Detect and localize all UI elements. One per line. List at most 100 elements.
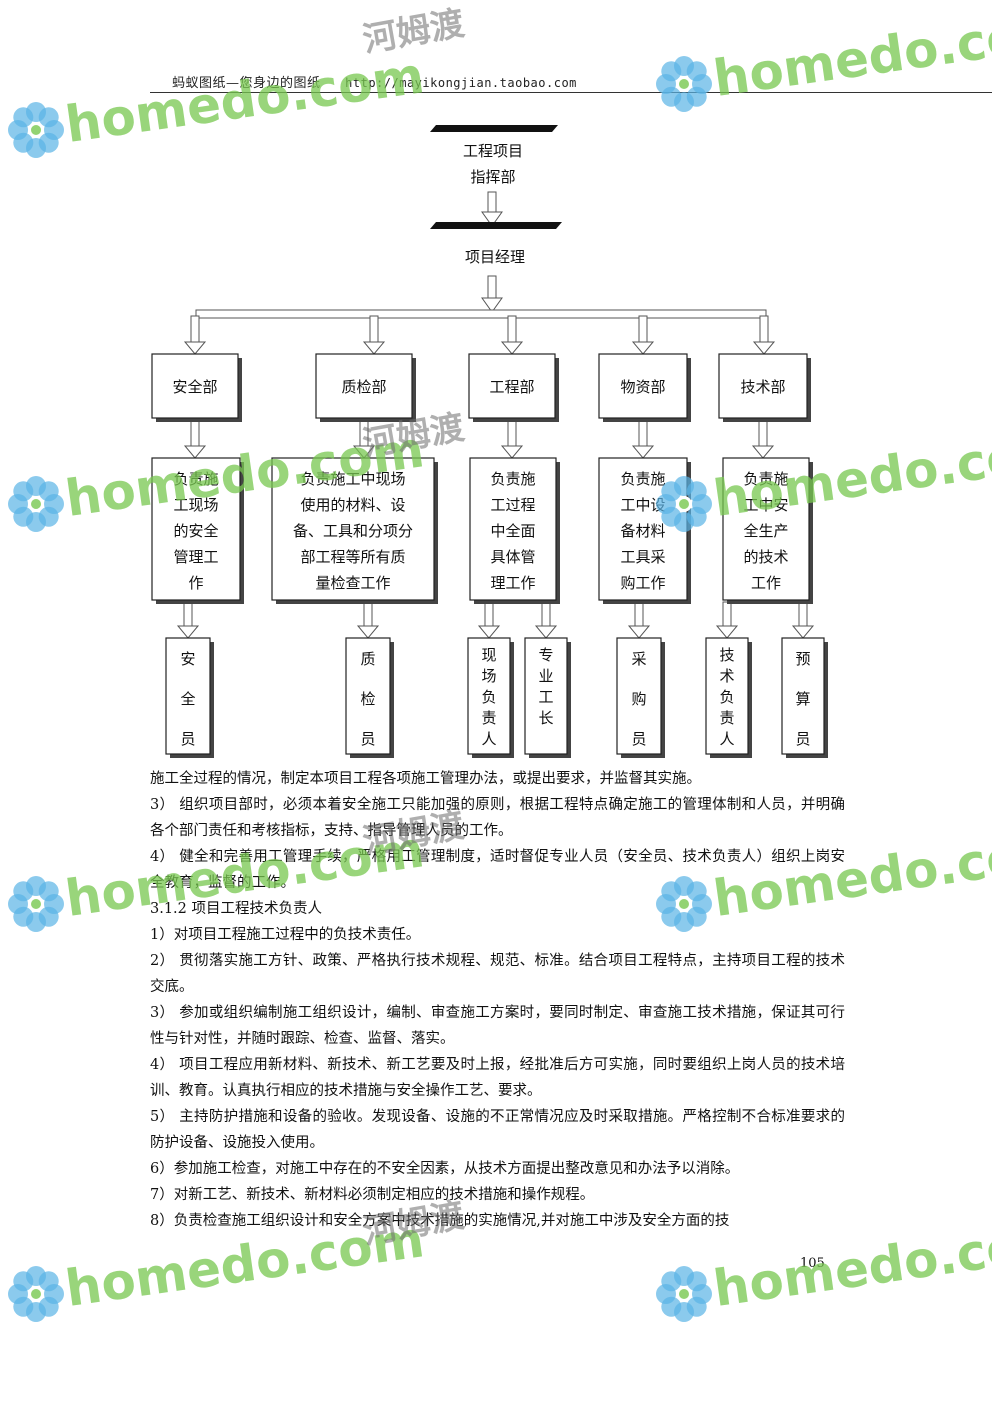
arrow-to-duty — [500, 419, 524, 459]
arrow-to-duty — [751, 419, 775, 459]
duty-line: 购工作 — [620, 574, 665, 592]
arrow-to-staff — [534, 601, 558, 639]
paragraph: 4） 项目工程应用新材料、新技术、新工艺要及时上报，经批准后方可实施，同时要组织… — [150, 1057, 845, 1099]
staff-char: 全 — [180, 690, 195, 708]
duty-line: 的安全 — [173, 522, 218, 540]
header-title: 蚂蚁图纸—您身边的图纸 — [172, 76, 321, 91]
watermark-cn: 河姆渡 — [359, 3, 468, 61]
duty-line: 工过程 — [490, 496, 535, 514]
arrow-to-duty — [183, 419, 207, 459]
paragraph: 6）参加施工检查，对施工中存在的不安全因素，从技术方面提出整改意见和办法予以消除… — [150, 1161, 740, 1177]
dept-box: 工程部 — [468, 353, 559, 422]
arrow-to-staff — [356, 601, 380, 639]
page-header: 蚂蚁图纸—您身边的图纸 http://mayikongjian.taobao.c… — [172, 72, 577, 91]
org-manager-label: 项目经理 — [465, 248, 525, 266]
duty-line: 管理工 — [173, 548, 218, 566]
duty-line: 负责施工中现场 — [300, 470, 405, 488]
staff-char: 采 — [631, 650, 646, 668]
duty-line: 负责施 — [173, 470, 218, 488]
org-top-line-1: 工程项目 — [463, 142, 523, 160]
watermark-flower-icon — [652, 52, 716, 116]
duty-line: 作 — [188, 574, 203, 592]
duty-line: 使用的材料、设 — [300, 496, 405, 514]
paragraph: 3） 组织项目部时，必须本着安全施工只能加强的原则，根据工程特点确定施工的管理体… — [150, 797, 845, 839]
staff-char: 负 — [481, 688, 496, 706]
staff-box: 采购员 — [616, 637, 665, 758]
staff-box: 安全员 — [165, 637, 214, 758]
org-top-line-2: 指挥部 — [470, 168, 515, 186]
paragraph: 8）负责检查施工组织设计和安全方案中技术措施的实施情况,并对施工中涉及安全方面的… — [150, 1213, 730, 1229]
paragraph: 5） 主持防护措施和设备的验收。发现设备、设施的不正常情况应及时采取措施。严格控… — [150, 1109, 845, 1151]
section-heading: 3.1.2 项目工程技术负责人 — [150, 901, 323, 917]
staff-char: 人 — [719, 730, 734, 748]
arrow-to-staff — [627, 601, 651, 639]
arrow-top-to-manager — [481, 191, 503, 227]
duty-line: 部工程等所有质 — [300, 548, 405, 566]
staff-char: 质 — [360, 650, 375, 668]
staff-char: 员 — [180, 730, 195, 748]
arrow-to-dept — [500, 315, 524, 355]
dept-name: 物资部 — [620, 378, 665, 396]
paragraph: 7）对新工艺、新技术、新材料必须制定相应的技术措施和操作规程。 — [150, 1187, 595, 1203]
staff-box: 预算员 — [781, 637, 828, 758]
arrow-to-staff — [791, 601, 815, 639]
staff-char: 检 — [360, 690, 375, 708]
watermark-flower-icon — [4, 872, 68, 936]
staff-char: 技 — [719, 646, 734, 664]
staff-char: 购 — [631, 690, 646, 708]
duty-line: 负责施 — [620, 470, 665, 488]
staff-char: 责 — [719, 709, 734, 727]
paragraph: 4） 健全和完善用工管理手续，严格用工管理制度，适时督促专业人员（安全员、技术负… — [150, 849, 845, 891]
dept-name: 安全部 — [172, 378, 217, 396]
staff-char: 术 — [719, 667, 734, 685]
staff-char: 负 — [719, 688, 734, 706]
staff-char: 员 — [360, 730, 375, 748]
arrow-to-dept — [362, 315, 386, 355]
duty-line: 理工作 — [490, 574, 535, 592]
duty-line: 备、工具和分项分 — [293, 522, 413, 540]
dept-box: 质检部 — [315, 353, 416, 422]
duty-line: 的技术 — [743, 548, 788, 566]
arrow-to-dept — [752, 315, 776, 355]
dept-box: 技术部 — [718, 353, 811, 422]
duty-line: 全生产 — [743, 522, 788, 540]
page-number: 105 — [800, 1256, 825, 1271]
arrow-manager-down — [481, 275, 503, 313]
staff-char: 责 — [481, 709, 496, 727]
dept-name: 技术部 — [740, 378, 785, 396]
header-rule — [150, 92, 992, 93]
duty-line: 工作 — [751, 574, 781, 592]
header-url[interactable]: http://mayikongjian.taobao.com — [345, 76, 577, 90]
paragraph: 1）对项目工程施工过程中的负技术责任。 — [150, 927, 421, 943]
staff-char: 算 — [795, 690, 810, 708]
arrow-to-staff — [176, 601, 200, 639]
org-manager-node: 项目经理 — [430, 222, 562, 266]
staff-char: 工 — [538, 688, 553, 706]
staff-char: 预 — [795, 650, 810, 668]
paragraph: 3） 参加或组织编制施工组织设计，编制、审查施工方案时，要同时制定、审查施工技术… — [150, 1005, 845, 1047]
staff-box: 技术负责人 — [705, 637, 752, 758]
duty-line: 中全面 — [490, 522, 535, 540]
arrow-to-staff — [715, 601, 739, 639]
paragraph: 2） 贯彻落实施工方针、政策、严格执行技术规程、规范、标准。结合项目工程特点，主… — [150, 953, 845, 995]
staff-box: 质检员 — [345, 637, 394, 758]
staff-char: 员 — [631, 730, 646, 748]
staff-char: 安 — [180, 650, 195, 668]
duty-line: 工中设 — [620, 496, 665, 514]
watermark-flower-icon — [652, 1262, 716, 1326]
staff-char: 业 — [538, 667, 553, 685]
arrow-to-duty — [631, 419, 655, 459]
staff-char: 场 — [481, 667, 496, 685]
arrow-to-staff — [477, 601, 501, 639]
duty-line: 工具采 — [620, 548, 665, 566]
dept-name: 工程部 — [489, 378, 534, 396]
org-chart: 工程项目 指挥部 项目经理 安全部负责施工现场的安全管理工作安全员质检部负责施工… — [151, 125, 828, 758]
staff-char: 长 — [538, 709, 553, 727]
arrow-to-dept — [631, 315, 655, 355]
